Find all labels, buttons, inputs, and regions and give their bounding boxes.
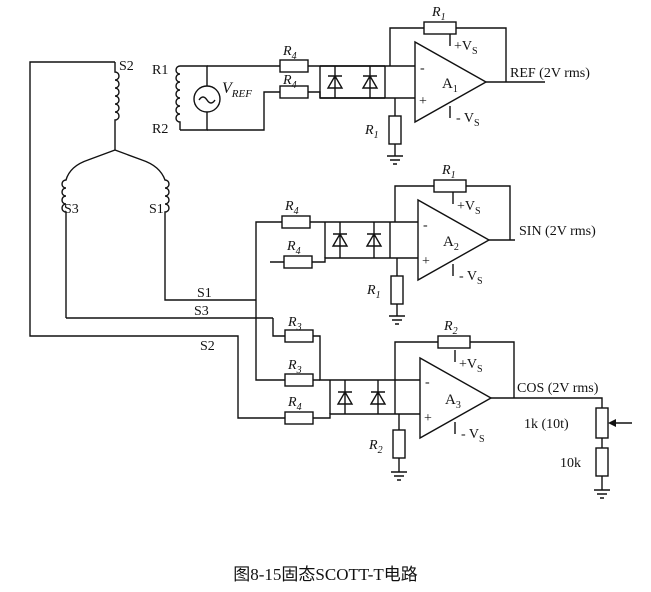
label-r1-ref-feedback: R1 xyxy=(431,5,446,23)
label-minus-vs-a2: - VS xyxy=(459,269,483,287)
label-plus-a2: + xyxy=(422,254,430,269)
label-r1-ref: R1 xyxy=(364,123,379,141)
label-plus-a3: + xyxy=(424,411,432,426)
figure-caption: 图8-15固态SCOTT-T电路 xyxy=(233,565,418,584)
label-s2-top: S2 xyxy=(119,59,134,74)
stage-cos xyxy=(255,300,632,499)
label-cos-output: COS (2V rms) xyxy=(517,381,599,396)
label-s1-line: S1 xyxy=(197,286,212,301)
label-vref: VREF xyxy=(222,80,252,100)
r4-resistor-ref-bottom xyxy=(279,85,309,99)
op-amp-a1 xyxy=(414,40,488,124)
r3-resistor-top xyxy=(284,329,314,343)
label-r3-bottom: R3 xyxy=(287,358,302,376)
potentiometer-1k xyxy=(595,407,609,439)
label-a3: A3 xyxy=(445,392,461,411)
primary-coil xyxy=(175,65,181,130)
label-10k: 10k xyxy=(560,456,581,471)
r2-resistor-cos xyxy=(392,429,406,459)
label-a1: A1 xyxy=(442,76,458,95)
label-r4-sin-bottom: R4 xyxy=(286,239,301,257)
label-minus-vs-a3: - VS xyxy=(461,427,485,445)
label-r4-ref-bottom: R4 xyxy=(282,73,297,91)
label-r2-left: R2 xyxy=(152,122,168,137)
label-sin-output: SIN (2V rms) xyxy=(519,224,596,239)
label-s2-line: S2 xyxy=(200,339,215,354)
transformer xyxy=(29,61,285,419)
labels: S2 R1 R2 VREF S3 S1 S1 S3 S2 R4 R4 R1 R1… xyxy=(64,5,599,471)
label-minus-a1: - xyxy=(420,61,425,76)
label-s3-winding: S3 xyxy=(64,202,79,217)
label-r4-sin-top: R4 xyxy=(284,199,299,217)
label-plus-vs-a1: +VS xyxy=(454,39,478,57)
label-r2-cos-feedback: R2 xyxy=(443,319,458,337)
ground-icon xyxy=(387,144,403,165)
label-r3-top: R3 xyxy=(287,315,302,333)
label-minus-a2: - xyxy=(423,218,428,233)
label-r1-sin: R1 xyxy=(366,283,381,301)
r1-feedback-sin xyxy=(433,179,467,193)
resistor-10k xyxy=(595,447,609,477)
label-plus-vs-a2: +VS xyxy=(457,199,481,217)
label-plus-a1: + xyxy=(419,94,427,109)
diode-icon xyxy=(320,65,385,99)
label-r4-cos: R4 xyxy=(287,395,302,413)
s1-winding xyxy=(114,149,256,301)
label-minus-vs-a1: - VS xyxy=(456,111,480,129)
r4-resistor-sin-top xyxy=(281,215,311,229)
stage-ref xyxy=(207,21,545,165)
label-r1-left: R1 xyxy=(152,63,168,78)
vref-source-icon xyxy=(193,85,221,113)
label-r2-cos: R2 xyxy=(368,438,383,456)
label-s3-line: S3 xyxy=(194,304,209,319)
s2-winding xyxy=(114,62,120,150)
r4-resistor-sin-bottom xyxy=(283,255,313,269)
r3-resistor-bottom xyxy=(284,373,314,387)
s3-winding xyxy=(61,149,116,318)
label-minus-a3: - xyxy=(425,375,430,390)
s2-line xyxy=(29,61,285,419)
r1-resistor-sin xyxy=(390,275,404,305)
label-plus-vs-a3: +VS xyxy=(459,357,483,375)
r4-resistor-ref-top xyxy=(279,59,309,73)
r2-feedback-cos xyxy=(437,335,471,349)
label-r1-sin-feedback: R1 xyxy=(441,163,456,181)
r4-resistor-cos xyxy=(284,411,314,425)
r1-resistor-ref xyxy=(388,115,402,145)
stage-sin xyxy=(255,179,515,325)
label-s1-winding: S1 xyxy=(149,202,164,217)
label-a2: A2 xyxy=(443,234,459,253)
r1-feedback-ref xyxy=(423,21,457,35)
label-r4-ref-top: R4 xyxy=(282,44,297,62)
op-amp-a2 xyxy=(417,198,491,282)
op-amp-a3 xyxy=(419,356,493,440)
label-ref-output: REF (2V rms) xyxy=(510,66,590,81)
label-potentiometer: 1k (10t) xyxy=(524,417,569,432)
